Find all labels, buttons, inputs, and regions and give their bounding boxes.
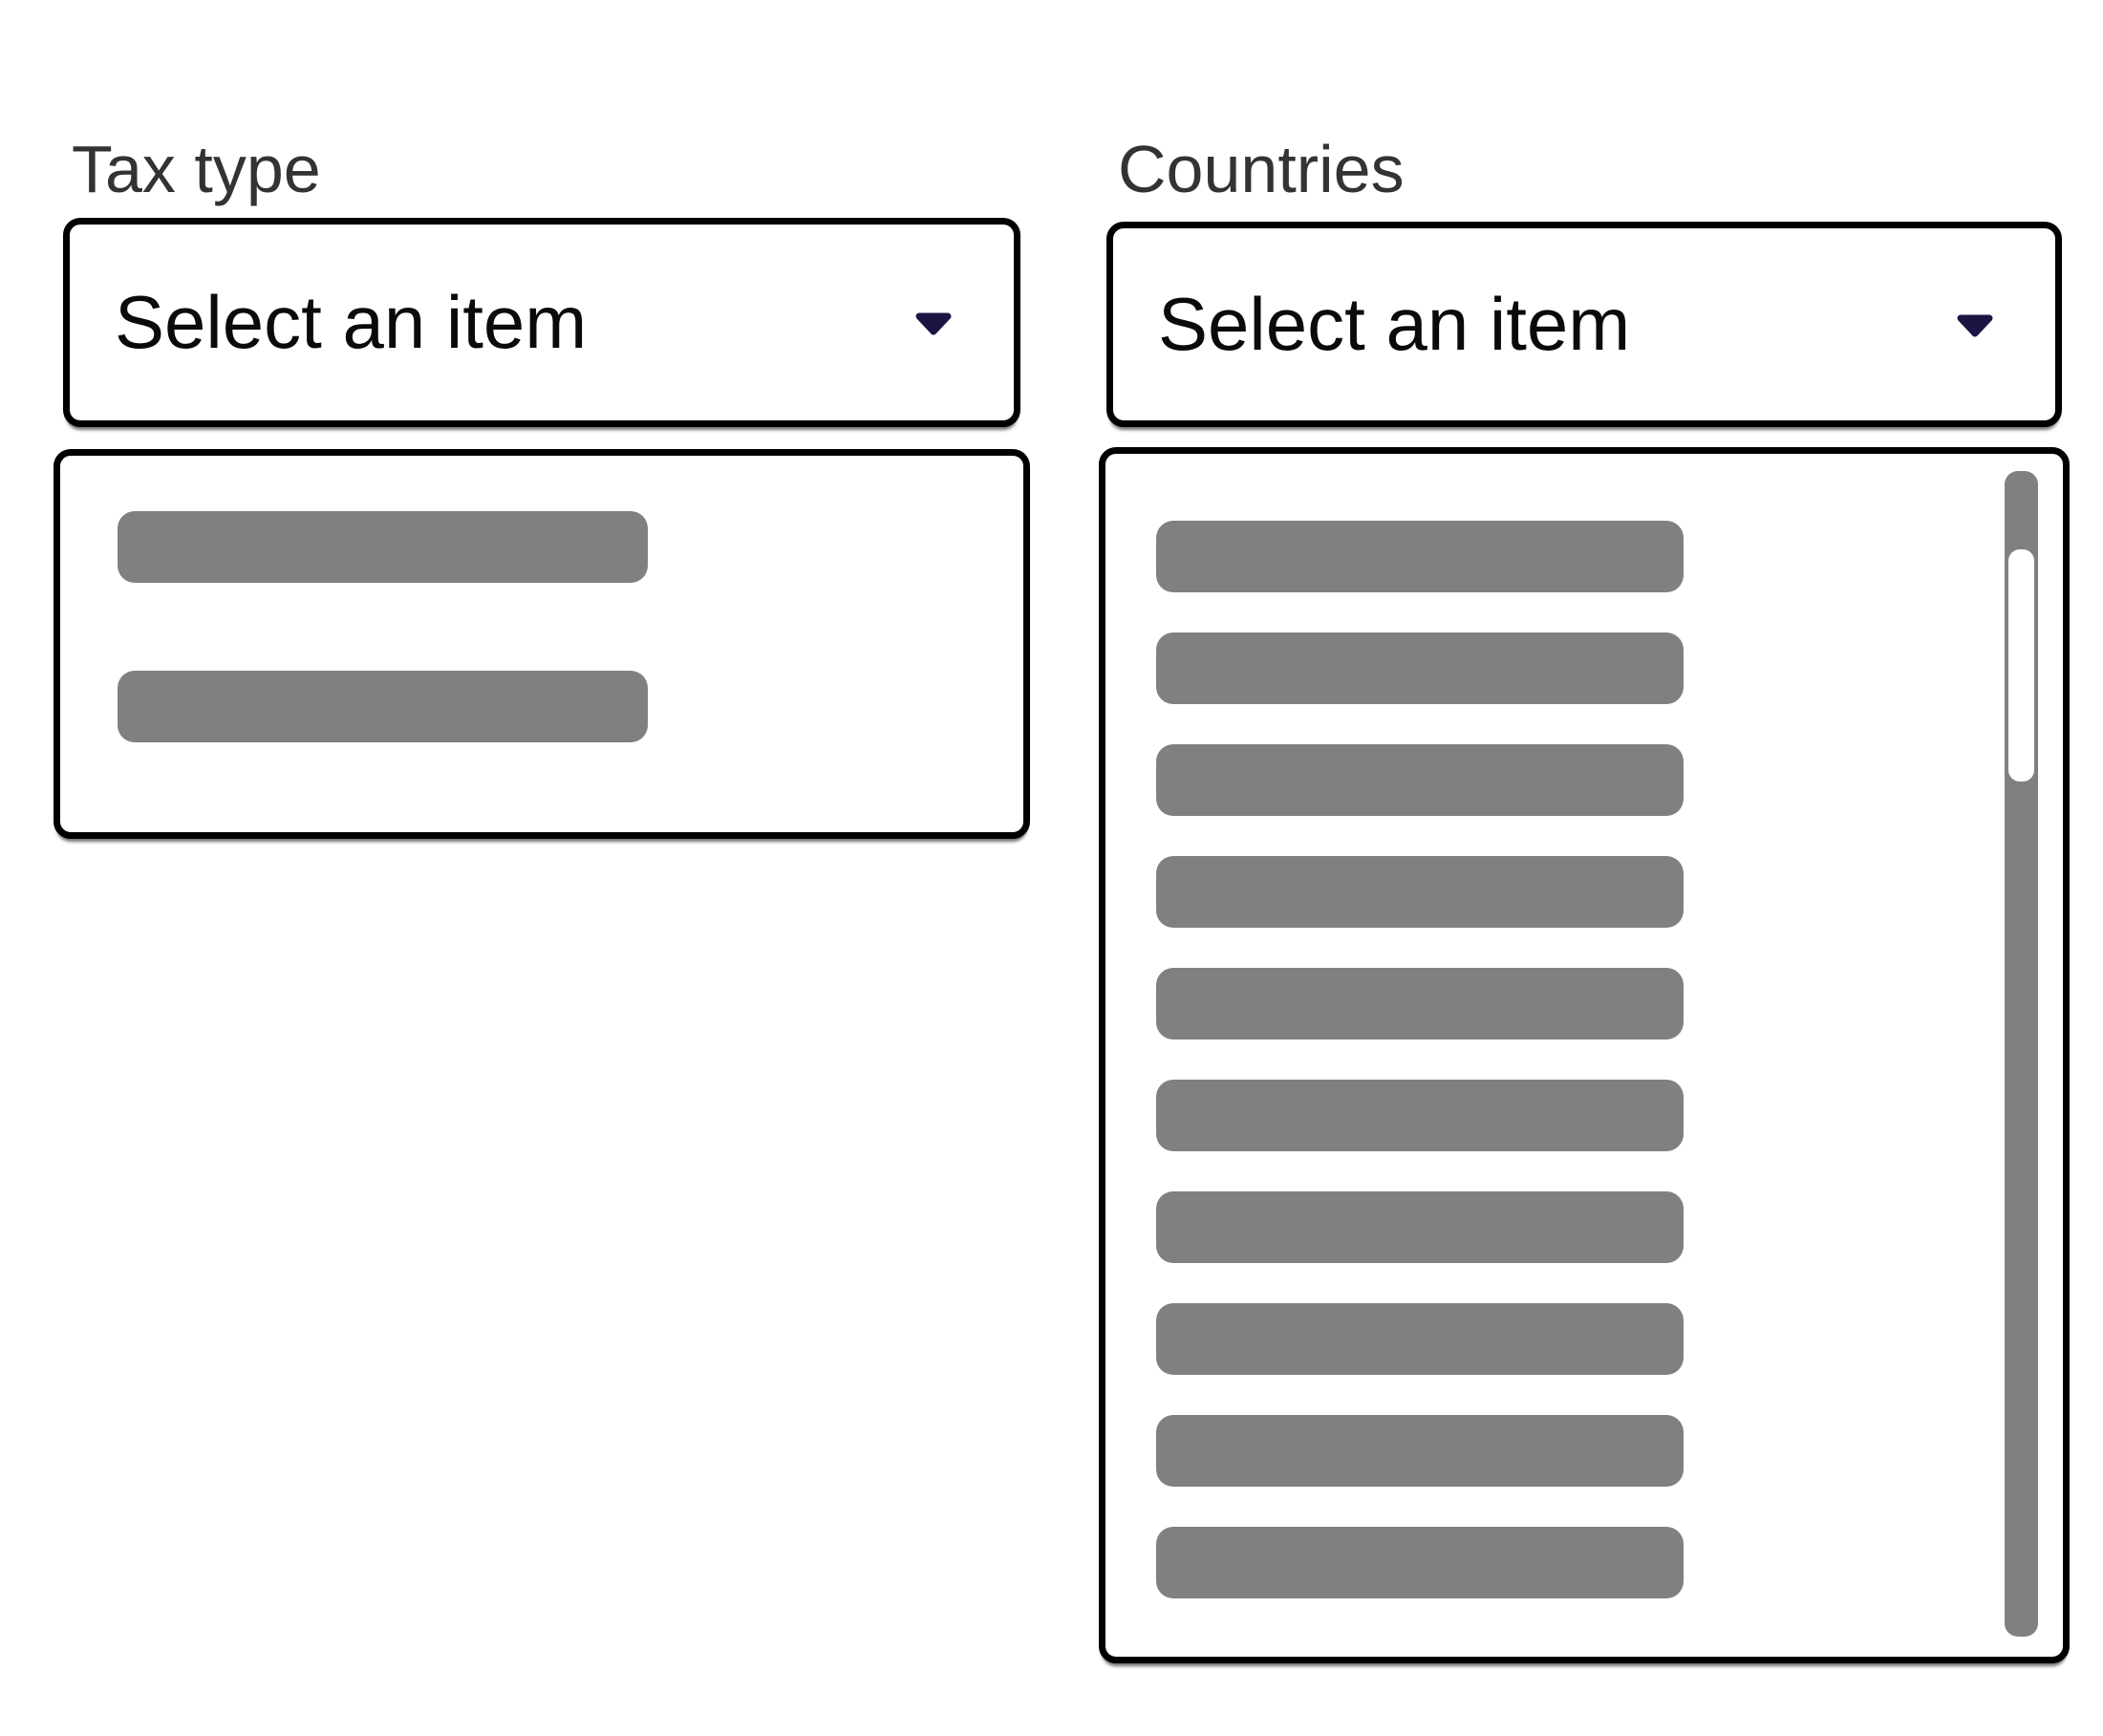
tax-type-label: Tax type	[72, 132, 321, 206]
tax-type-select[interactable]: Select an item	[63, 218, 1020, 427]
chevron-down-icon	[1957, 314, 1993, 337]
skeleton-option-row	[1156, 521, 1684, 592]
skeleton-option-row	[118, 671, 648, 742]
skeleton-option-row	[1156, 968, 1684, 1039]
skeleton-option-row	[1156, 1080, 1684, 1151]
tax-type-select-value: Select an item	[115, 280, 588, 364]
chevron-down-icon	[915, 312, 952, 335]
skeleton-option-row	[1156, 632, 1684, 704]
skeleton-option-row	[118, 511, 648, 583]
countries-options-listbox	[1099, 447, 2070, 1663]
skeleton-option-row	[1156, 1415, 1684, 1487]
skeleton-option-row	[1156, 1527, 1684, 1598]
scrollbar-track[interactable]	[2005, 471, 2038, 1637]
tax-type-options-listbox	[54, 449, 1030, 839]
skeleton-option-row	[1156, 856, 1684, 928]
skeleton-option-row	[1156, 1191, 1684, 1263]
countries-select[interactable]: Select an item	[1106, 222, 2062, 427]
scrollbar-thumb[interactable]	[2008, 549, 2034, 782]
countries-label: Countries	[1118, 132, 1405, 206]
skeleton-option-row	[1156, 744, 1684, 816]
skeleton-option-row	[1156, 1303, 1684, 1375]
countries-select-value: Select an item	[1158, 282, 1631, 366]
